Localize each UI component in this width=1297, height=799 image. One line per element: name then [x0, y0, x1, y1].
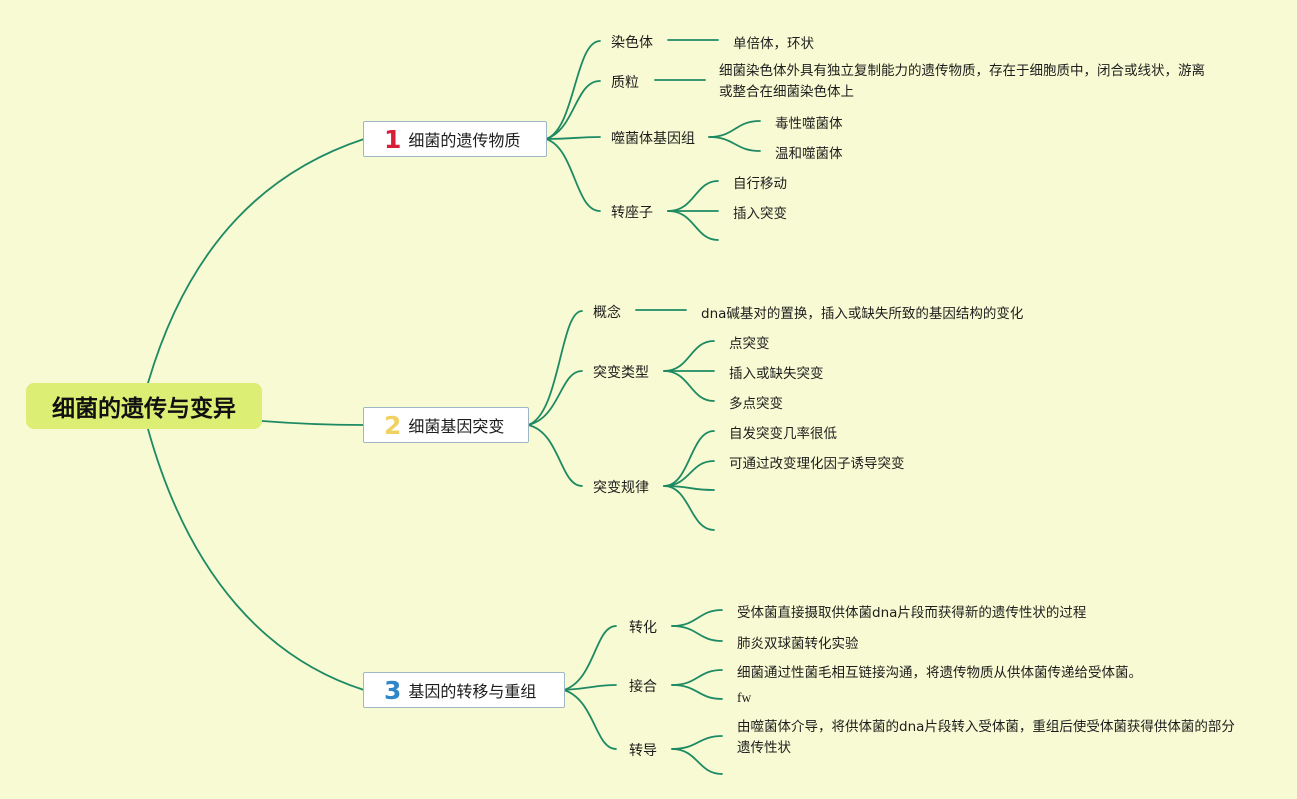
link-t1-c2: [545, 80, 601, 140]
leaf-induced-mutation[interactable]: 可通过改变理化因子诱导突变: [729, 456, 905, 472]
link-t2-c3-leaf4: [663, 485, 715, 531]
topic-label: 基因的转移与重组: [408, 682, 537, 701]
leaf-transduction-definition[interactable]: 由噬菌体介导，将供体菌的dna片段转入受体菌，重组后使受体菌获得供体菌的部分遗传…: [737, 719, 1235, 756]
topic-transfer-recombination[interactable]: 3 基因的转移与重组: [363, 672, 565, 708]
leaf-fw[interactable]: fw: [737, 690, 752, 705]
link-t3-c2-leaf2: [671, 684, 723, 700]
topic-genetic-material[interactable]: 1 细菌的遗传物质: [363, 121, 547, 157]
link-t2-c2-leaf1: [663, 340, 715, 372]
link-t3-c3-leaf1: [671, 735, 723, 750]
topic-label: 细菌基因突变: [408, 417, 505, 436]
link-root-topic3: [147, 428, 365, 691]
link-t3-c2-leaf1: [671, 669, 723, 686]
link-t3-c1-leaf1: [671, 609, 723, 627]
leaf-temperate-phage[interactable]: 温和噬菌体: [775, 146, 843, 162]
node-mutation-rules[interactable]: 突变规律: [593, 480, 649, 496]
link-t1-c3-leaf1: [708, 120, 761, 138]
leaf-concept-definition[interactable]: dna碱基对的置换，插入或缺失所致的基因结构的变化: [701, 306, 1024, 322]
root-node[interactable]: 细菌的遗传与变异: [26, 383, 262, 429]
node-conjugation[interactable]: 接合: [629, 679, 657, 695]
link-t1-c1: [545, 40, 601, 140]
link-t2-c2-leaf3: [663, 370, 715, 402]
link-t3-c3-leaf2: [671, 748, 723, 775]
topic-gene-mutation[interactable]: 2 细菌基因突变: [363, 407, 529, 443]
node-chromosome[interactable]: 染色体: [611, 35, 653, 51]
link-t2-c2: [527, 370, 583, 426]
leaf-virulent-phage[interactable]: 毒性噬菌体: [775, 116, 843, 132]
link-t1-c3: [545, 136, 601, 140]
leaf-haploid-circular[interactable]: 单倍体，环状: [733, 36, 814, 52]
leaf-transformation-definition[interactable]: 受体菌直接摄取供体菌dna片段而获得新的遗传性状的过程: [737, 605, 1087, 621]
node-transduction[interactable]: 转导: [629, 743, 657, 759]
link-t3-c3: [563, 689, 617, 750]
leaf-multipoint-mutation[interactable]: 多点突变: [729, 396, 783, 412]
connector-lines: [147, 39, 761, 775]
link-root-topic2: [261, 420, 365, 426]
link-t2-c1: [527, 310, 583, 426]
link-t3-c1: [563, 625, 617, 691]
link-t2-c3: [527, 424, 583, 487]
link-t1-c3-leaf2: [708, 136, 761, 152]
number-3-icon: 3: [384, 675, 402, 705]
leaf-pneumococcus-experiment[interactable]: 肺炎双球菌转化实验: [737, 636, 859, 652]
node-phage-genome[interactable]: 噬菌体基因组: [611, 131, 695, 147]
leaf-insertion-mutation[interactable]: 插入突变: [733, 206, 787, 222]
link-t1-c4-leaf3: [667, 210, 719, 241]
topic-label: 细菌的遗传物质: [408, 131, 521, 150]
node-transposon[interactable]: 转座子: [611, 205, 653, 221]
number-1-icon: 1: [384, 124, 402, 154]
leaf-point-mutation[interactable]: 点突变: [729, 336, 770, 352]
link-root-topic1: [147, 138, 365, 384]
leaf-spontaneous-low[interactable]: 自发突变几率很低: [729, 426, 837, 442]
link-t1-c4-leaf1: [667, 180, 719, 212]
node-mutation-types[interactable]: 突变类型: [593, 365, 649, 381]
link-t1-c4: [545, 138, 601, 212]
link-t2-c3-leaf2: [663, 460, 715, 487]
link-t3-c2: [563, 684, 617, 691]
leaf-self-moving[interactable]: 自行移动: [733, 176, 787, 192]
leaf-insertion-deletion[interactable]: 插入或缺失突变: [729, 366, 824, 382]
leaf-plasmid-description[interactable]: 细菌染色体外具有独立复制能力的遗传物质，存在于细胞质中，闭合或线状，游离或整合在…: [719, 63, 1205, 100]
node-plasmid[interactable]: 质粒: [611, 75, 639, 91]
link-t2-c3-leaf1: [663, 430, 715, 487]
node-concept[interactable]: 概念: [593, 305, 621, 321]
node-transformation[interactable]: 转化: [629, 620, 657, 636]
leaf-conjugation-definition[interactable]: 细菌通过性菌毛相互链接沟通，将遗传物质从供体菌传递给受体菌。: [737, 665, 1142, 681]
link-t3-c1-leaf2: [671, 625, 723, 642]
number-2-icon: 2: [384, 410, 402, 440]
